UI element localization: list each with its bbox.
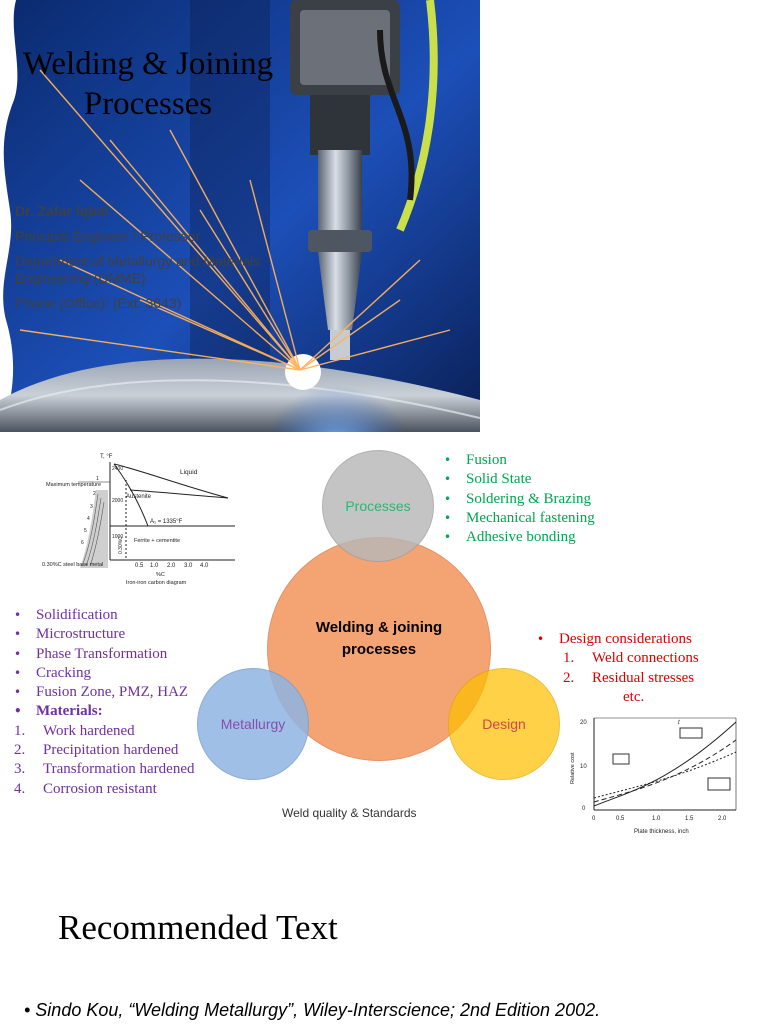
svg-text:T, °F: T, °F — [100, 454, 113, 460]
svg-text:4.0: 4.0 — [200, 563, 209, 569]
list-item: 3.Transformation hardened — [14, 761, 195, 778]
author-name: Dr. Zafar Iqbal — [15, 203, 109, 219]
author-phone: Phone (Office): (Ext. 3643) — [15, 295, 182, 311]
center-label: Welding & joining processes — [315, 619, 443, 658]
svg-text:2.0: 2.0 — [167, 563, 176, 569]
author-department: Department of Metallurgy and Materials E… — [15, 253, 261, 286]
svg-text:Austenite: Austenite — [126, 494, 152, 500]
cost-chart: 0 10 20 0 0.5 1.0 1.5 2.0 Plate thicknes… — [568, 712, 743, 840]
list-item: 4.Corrosion resistant — [14, 780, 157, 797]
svg-text:2400: 2400 — [112, 466, 123, 472]
svg-text:1.0: 1.0 — [652, 816, 661, 822]
list-item: Design considerations — [537, 630, 699, 649]
svg-text:Relative cost: Relative cost — [570, 752, 576, 784]
list-item: etc. — [623, 688, 645, 705]
svg-text:%C: %C — [156, 572, 165, 578]
svg-text:1.0: 1.0 — [150, 563, 159, 569]
svg-text:5: 5 — [84, 528, 87, 534]
svg-text:6: 6 — [81, 540, 84, 546]
list-item: Fusion Zone, PMZ, HAZ — [14, 683, 195, 702]
author-position: Principal Engineer / Professor — [15, 228, 201, 244]
svg-text:0.5: 0.5 — [135, 563, 144, 569]
slide-title: Welding & Joining Processes — [22, 46, 274, 122]
svg-text:0: 0 — [592, 816, 596, 822]
list-item: Phase Transformation — [14, 645, 195, 664]
svg-text:Plate thickness, inch: Plate thickness, inch — [634, 829, 689, 835]
metallurgy-label: Metallurgy — [220, 716, 286, 732]
metallurgy-list: Solidification Microstructure Phase Tran… — [14, 606, 195, 799]
list-item: Soldering & Brazing — [444, 490, 595, 509]
list-item: Solidification — [14, 606, 195, 625]
svg-text:0.5: 0.5 — [616, 816, 625, 822]
svg-text:t: t — [678, 720, 680, 726]
design-list: Design considerations 1.Weld connections… — [537, 630, 699, 707]
list-item: Mechanical fastening — [444, 509, 595, 528]
list-item: 2.Residual stresses — [563, 669, 695, 686]
svg-text:1000: 1000 — [112, 534, 123, 540]
list-item: Adhesive bonding — [444, 528, 595, 547]
svg-text:20: 20 — [580, 720, 587, 726]
svg-text:Iron-iron carbon diagram: Iron-iron carbon diagram — [126, 580, 187, 586]
svg-text:3.0: 3.0 — [184, 563, 193, 569]
list-item: 1.Weld connections — [563, 650, 699, 667]
list-item: Solid State — [444, 470, 595, 489]
svg-text:1.5: 1.5 — [685, 816, 694, 822]
svg-text:0.30%C: 0.30%C — [118, 536, 124, 554]
svg-text:0: 0 — [582, 806, 586, 812]
metallurgy-circle: Metallurgy — [197, 668, 309, 780]
processes-circle: Processes — [322, 450, 434, 562]
design-label: Design — [482, 716, 526, 732]
svg-text:Ferrite + cementite: Ferrite + cementite — [134, 538, 180, 544]
list-item: Fusion — [444, 451, 595, 470]
svg-text:2.0: 2.0 — [718, 816, 727, 822]
svg-text:2000: 2000 — [112, 498, 123, 504]
svg-text:4: 4 — [87, 516, 90, 522]
list-item: Materials: — [14, 702, 195, 721]
svg-text:2: 2 — [93, 491, 96, 497]
processes-label: Processes — [345, 498, 411, 514]
design-circle: Design — [448, 668, 560, 780]
list-item: Cracking — [14, 664, 195, 683]
svg-text:1: 1 — [96, 476, 99, 482]
svg-text:Liquid: Liquid — [180, 469, 198, 476]
welding-robot-photo — [0, 0, 480, 432]
list-item: Microstructure — [14, 625, 195, 644]
svg-text:Maximum temperature: Maximum temperature — [46, 482, 101, 488]
processes-list: Fusion Solid State Soldering & Brazing M… — [444, 451, 595, 547]
svg-text:A₁ = 1335°F: A₁ = 1335°F — [150, 519, 183, 525]
list-item: 1.Work hardened — [14, 722, 135, 739]
recommended-book: • Sindo Kou, “Welding Metallurgy”, Wiley… — [24, 1000, 601, 1020]
weld-quality-label: Weld quality & Standards — [282, 806, 417, 820]
recommended-title: Recommended Text — [58, 908, 338, 947]
svg-text:10: 10 — [580, 764, 587, 770]
svg-text:0.30%C steel base metal: 0.30%C steel base metal — [42, 562, 103, 568]
svg-text:3: 3 — [90, 504, 93, 510]
list-item: 2.Precipitation hardened — [14, 742, 179, 759]
phase-diagram-figure: T, °F Liquid Maximum temperature Austeni… — [30, 450, 245, 588]
